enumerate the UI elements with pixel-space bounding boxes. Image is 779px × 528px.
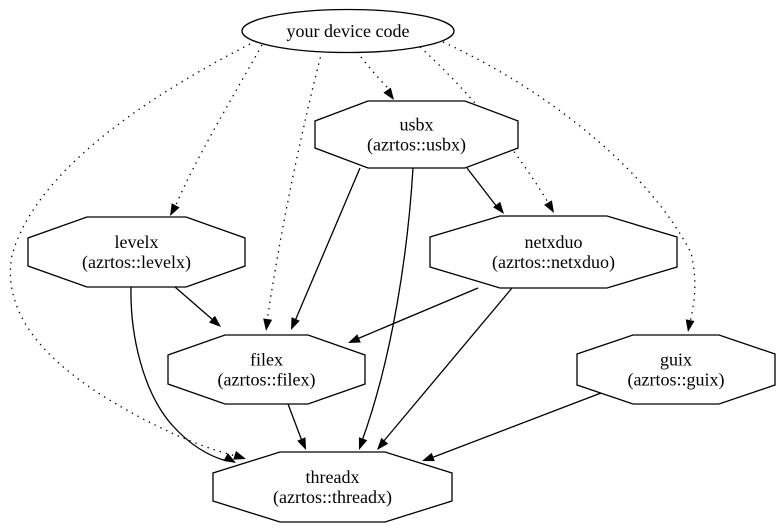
node-levelx: levelx(azrtos::levelx) xyxy=(27,216,246,288)
solid-edge-line xyxy=(382,287,513,443)
arrowhead-icon xyxy=(493,201,504,214)
guix-octagon-shape xyxy=(576,334,776,405)
edge-usbx-to-threadx xyxy=(358,167,414,450)
dotted-edge-line xyxy=(356,51,391,91)
solid-edge-line xyxy=(466,167,498,208)
device-code-ellipse-shape xyxy=(241,8,455,54)
node-label-threadx-line2: (azrtos::threadx) xyxy=(273,487,392,508)
netxduo-octagon-shape xyxy=(429,215,678,289)
node-label-device-code-line1: your device code xyxy=(287,21,410,41)
node-netxduo: netxduo(azrtos::netxduo) xyxy=(429,215,678,289)
arrowhead-icon xyxy=(263,318,273,331)
usbx-octagon-shape xyxy=(314,100,519,169)
arrowhead-icon xyxy=(170,203,180,216)
arrowhead-icon xyxy=(209,315,221,327)
dotted-edge-line xyxy=(174,44,263,208)
node-filex: filex(azrtos::filex) xyxy=(167,334,366,405)
edge-netxduo-to-threadx xyxy=(377,287,513,450)
edge-levelx-to-filex xyxy=(174,286,221,327)
filex-octagon-shape xyxy=(167,334,366,405)
edge-usbx-to-netxduo xyxy=(466,167,504,214)
edge-levelx-to-threadx xyxy=(130,286,236,463)
edge-guix-to-threadx xyxy=(422,392,602,462)
edge-filex-to-threadx xyxy=(287,403,306,450)
threadx-octagon-shape xyxy=(212,451,453,523)
node-label-levelx-line2: (azrtos::levelx) xyxy=(82,252,191,273)
edge-device-code-to-threadx xyxy=(9,43,251,460)
node-label-usbx-line1: usbx xyxy=(399,115,433,135)
arrowhead-icon xyxy=(544,200,554,213)
arrowhead-icon xyxy=(422,452,435,462)
solid-edge-line xyxy=(287,403,303,442)
arrowhead-icon xyxy=(233,451,246,460)
arrowhead-icon xyxy=(291,317,300,330)
solid-edge-line xyxy=(174,286,214,321)
edge-device-code-to-usbx xyxy=(356,51,394,100)
edge-device-code-to-guix xyxy=(442,41,696,332)
arrowhead-icon xyxy=(383,87,394,100)
arrowhead-icon xyxy=(685,319,695,332)
node-label-netxduo-line1: netxduo xyxy=(525,232,583,252)
solid-edge-line xyxy=(430,392,602,459)
edge-device-code-to-netxduo xyxy=(419,46,554,213)
edge-usbx-to-filex xyxy=(291,167,361,330)
solid-edge-line xyxy=(356,287,479,340)
node-label-guix-line2: (azrtos::guix) xyxy=(628,370,725,391)
node-label-threadx-line1: threadx xyxy=(306,467,360,487)
edge-netxduo-to-filex xyxy=(348,287,479,343)
solid-edge-line xyxy=(361,167,414,442)
solid-edge-line xyxy=(130,286,228,462)
arrowhead-icon xyxy=(358,437,368,450)
node-label-guix-line1: guix xyxy=(660,350,692,370)
dotted-edge-line xyxy=(442,41,696,323)
node-threadx: threadx(azrtos::threadx) xyxy=(212,451,453,523)
levelx-octagon-shape xyxy=(27,216,246,288)
dotted-edge-line xyxy=(266,50,323,322)
node-device-code: your device code xyxy=(241,8,455,54)
arrowhead-icon xyxy=(223,453,236,463)
node-guix: guix(azrtos::guix) xyxy=(576,334,776,405)
node-label-netxduo-line2: (azrtos::netxduo) xyxy=(492,252,615,273)
edge-device-code-to-filex xyxy=(263,50,323,331)
node-label-levelx-line1: levelx xyxy=(115,232,159,252)
node-label-filex-line2: (azrtos::filex) xyxy=(218,370,316,391)
node-label-usbx-line2: (azrtos::usbx) xyxy=(367,135,466,156)
arrowhead-icon xyxy=(377,437,389,450)
solid-edge-line xyxy=(294,167,361,322)
edge-device-code-to-levelx xyxy=(170,44,263,216)
node-label-filex-line1: filex xyxy=(250,350,283,370)
arrowhead-icon xyxy=(297,437,306,450)
arrowhead-icon xyxy=(348,334,361,343)
node-usbx: usbx(azrtos::usbx) xyxy=(314,100,519,169)
